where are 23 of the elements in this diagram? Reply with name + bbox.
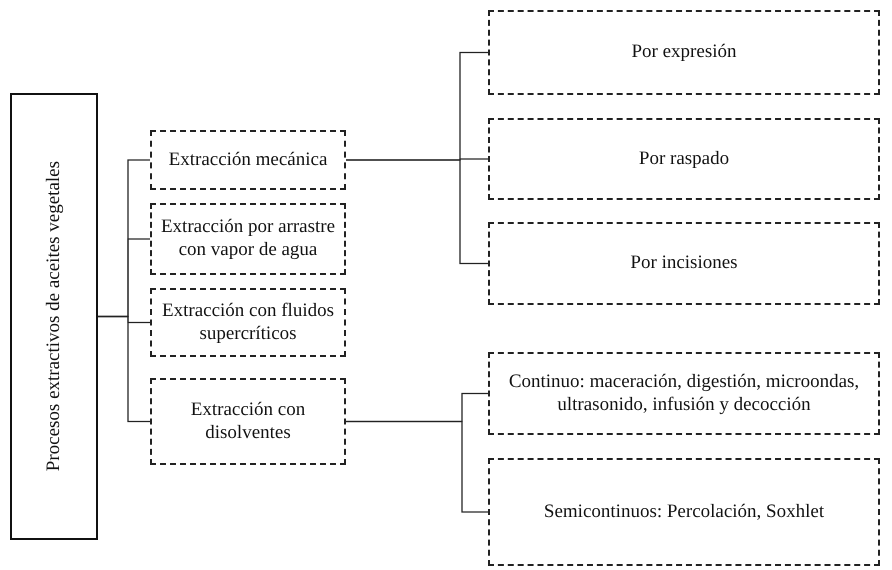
category-box: [488, 118, 880, 200]
connector-line: [346, 420, 488, 513]
category-box: [150, 203, 346, 275]
connector-line: [98, 316, 150, 422]
node-label: Por expresión: [631, 41, 736, 64]
node-label: Extracción con disolventes: [190, 398, 306, 444]
category-box: [488, 10, 880, 95]
node-label: Extracción mecánica: [168, 148, 328, 172]
category-box: [150, 288, 346, 357]
category-box: [488, 222, 880, 305]
node-label: Procesos extractivos de aceites vegetales: [42, 161, 65, 472]
root-box: [10, 93, 98, 540]
node-label: Extracción con fluidos supercríticos: [160, 300, 335, 346]
node-label: Por raspado: [638, 148, 730, 170]
category-box: [488, 458, 880, 566]
node-label: Por incisiones: [630, 252, 738, 275]
category-box: [150, 378, 346, 465]
category-box: [150, 130, 346, 190]
node-label: Continuo: maceración, digestión, microondas, ultrasonido, infusión y decocción: [508, 370, 860, 416]
connector-line: [346, 159, 488, 264]
category-box: [488, 352, 880, 435]
node-label: Semicontinuos: Percolación, Soxhlet: [544, 500, 824, 524]
node-label: Extracción por arrastre con vapor de agua: [160, 216, 336, 262]
